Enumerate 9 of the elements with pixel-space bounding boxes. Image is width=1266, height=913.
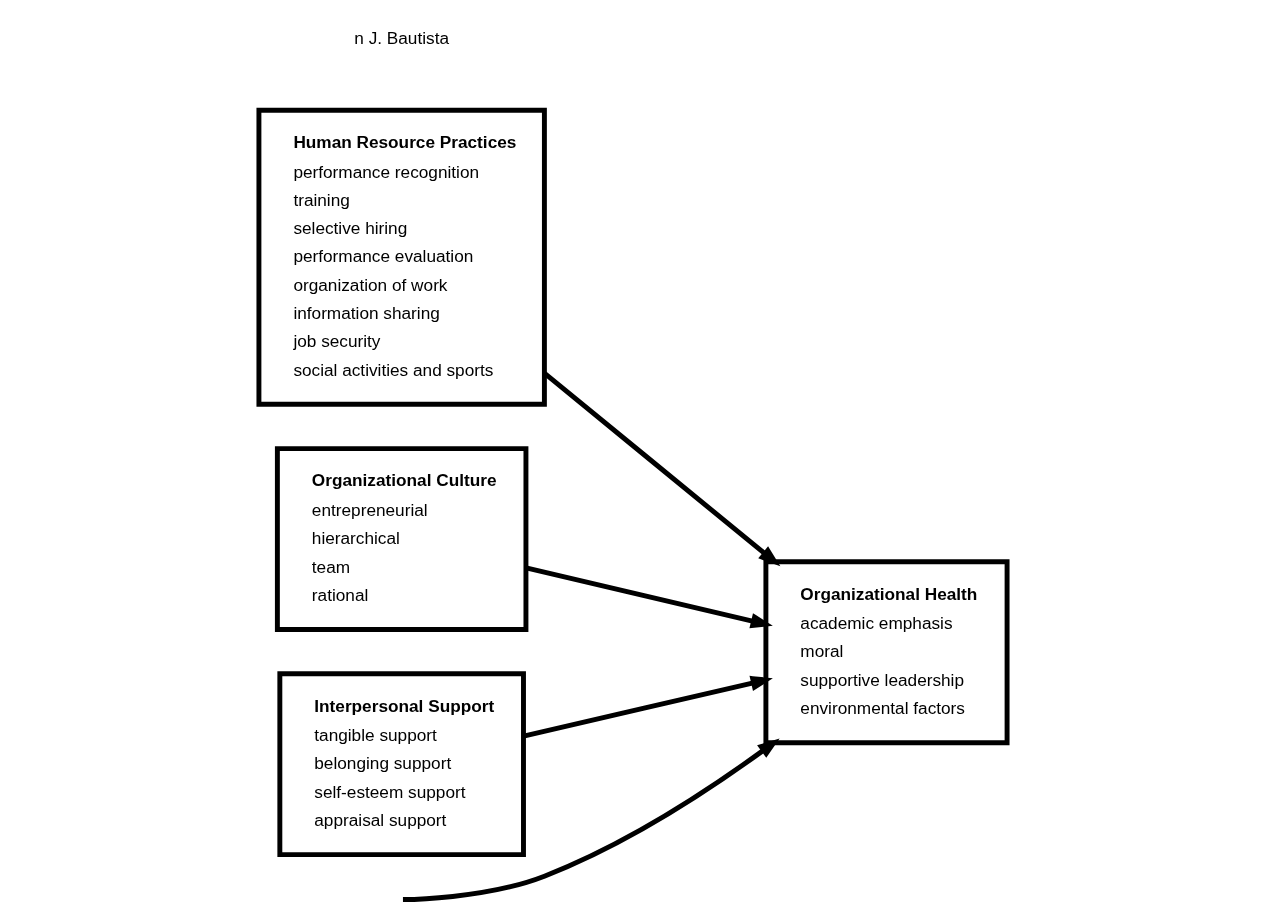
node-box: Human Resource Practices performance recognition training selective hiring performance evaluation organization of work information sharing job security social activities and sports [256, 107, 547, 407]
label: n J. Bautista [354, 27, 450, 48]
node-box: Organizational Culture entrepreneurial hierarchical team rational [274, 446, 529, 632]
arrow [402, 738, 780, 903]
node-box: Organizational Health academic emphasis moral supportive leadership environmental factors [763, 559, 1010, 746]
arrow [543, 371, 781, 567]
arrow [523, 675, 773, 739]
arrow [525, 565, 773, 629]
node-box: Interpersonal Support tangible support belonging support self-esteem support appraisal support [277, 671, 526, 858]
